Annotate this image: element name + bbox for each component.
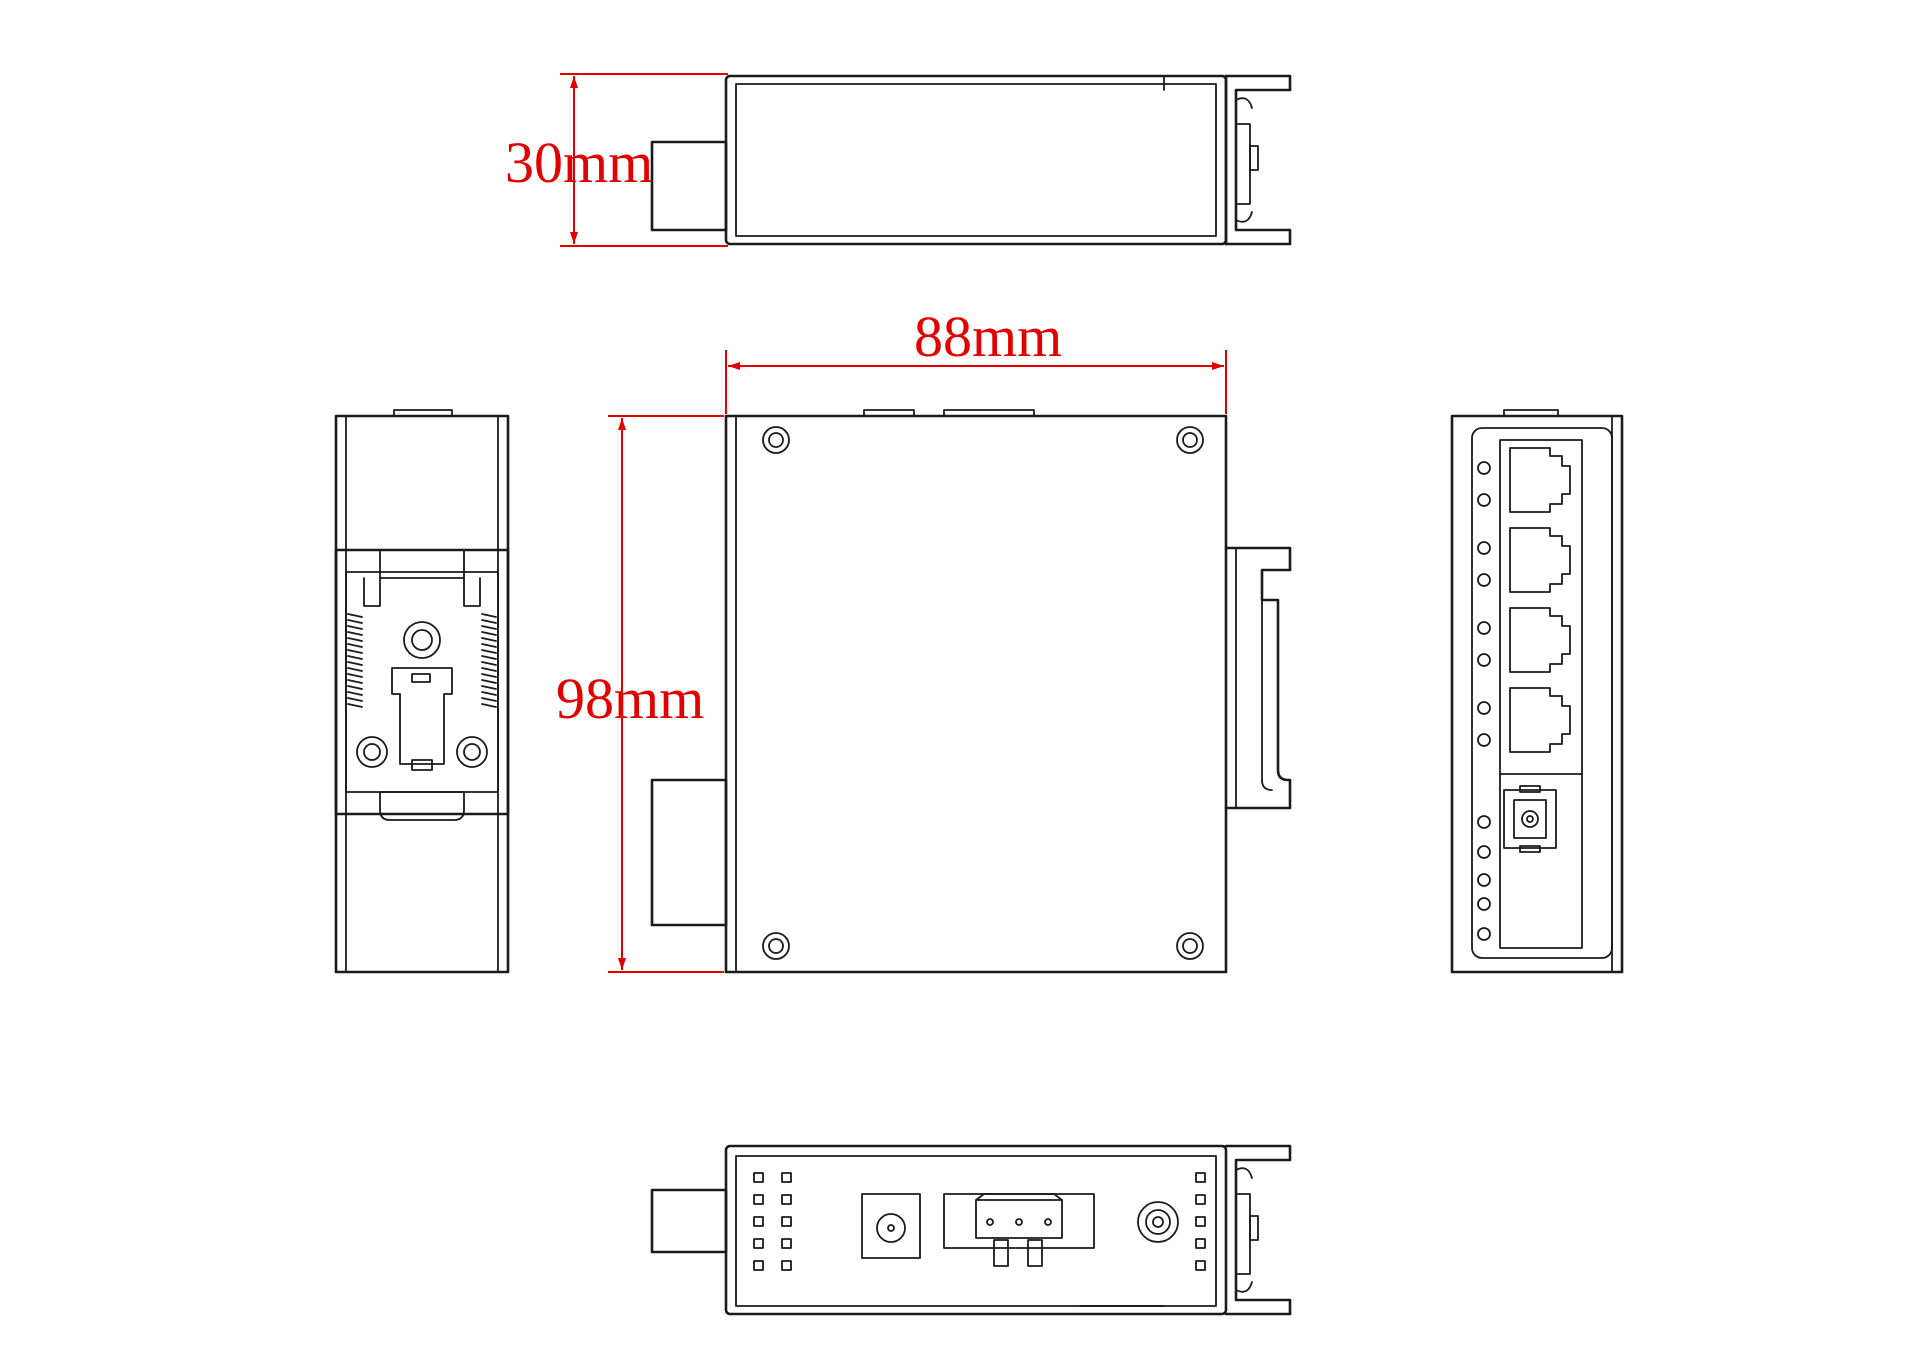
spring-coils: [347, 613, 497, 708]
bottom-view: [650, 1144, 1292, 1316]
status-led: [781, 1216, 792, 1227]
rj45-port: [1509, 447, 1571, 513]
status-led: [781, 1194, 792, 1205]
dimension-width: 88mm: [725, 304, 1227, 414]
port-led: [1477, 701, 1491, 715]
port-led: [1477, 541, 1491, 555]
rj45-port: [1509, 687, 1571, 753]
status-led: [753, 1238, 764, 1249]
dimension-width-label: 88mm: [914, 304, 1062, 369]
port-led: [1477, 733, 1491, 747]
front-screw: [762, 932, 790, 960]
port-leds: [1477, 461, 1491, 941]
right-side-view: [1450, 409, 1624, 974]
port-led: [1477, 897, 1491, 911]
vent-slots: [786, 108, 1192, 196]
status-led: [1195, 1172, 1206, 1183]
status-leds: [753, 1172, 1206, 1271]
port-led: [1477, 493, 1491, 507]
port-led: [1477, 815, 1491, 829]
front-screw: [1176, 932, 1204, 960]
dimension-depth: 98mm: [556, 415, 724, 973]
port-led: [1477, 461, 1491, 475]
dc-power-jack: [861, 1193, 921, 1259]
status-led: [753, 1194, 764, 1205]
rj45-port: [1509, 527, 1571, 593]
fiber-port: [1503, 785, 1557, 853]
rj45-ports: [1509, 447, 1571, 753]
status-led: [753, 1260, 764, 1271]
port-led: [1477, 873, 1491, 887]
status-led: [753, 1172, 764, 1183]
port-led: [1477, 845, 1491, 859]
dimension-height: 30mm: [505, 73, 728, 247]
status-led: [781, 1238, 792, 1249]
status-led: [1195, 1260, 1206, 1271]
port-led: [1477, 927, 1491, 941]
port-led: [1477, 573, 1491, 587]
port-led: [1477, 621, 1491, 635]
status-led: [1195, 1194, 1206, 1205]
front-view: [650, 409, 1292, 974]
status-led: [781, 1260, 792, 1271]
port-led: [1477, 653, 1491, 667]
status-led: [1195, 1216, 1206, 1227]
status-led: [781, 1172, 792, 1183]
dimension-depth-label: 98mm: [556, 666, 704, 731]
left-side-view: [334, 409, 510, 974]
top-view: [650, 74, 1292, 246]
status-led: [753, 1216, 764, 1227]
front-screw: [762, 426, 790, 454]
front-screw: [1176, 426, 1204, 454]
dimension-height-label: 30mm: [505, 130, 653, 195]
terminal-block: [943, 1193, 1095, 1267]
ground-screw: [1137, 1201, 1179, 1243]
rj45-port: [1509, 607, 1571, 673]
status-led: [1195, 1238, 1206, 1249]
